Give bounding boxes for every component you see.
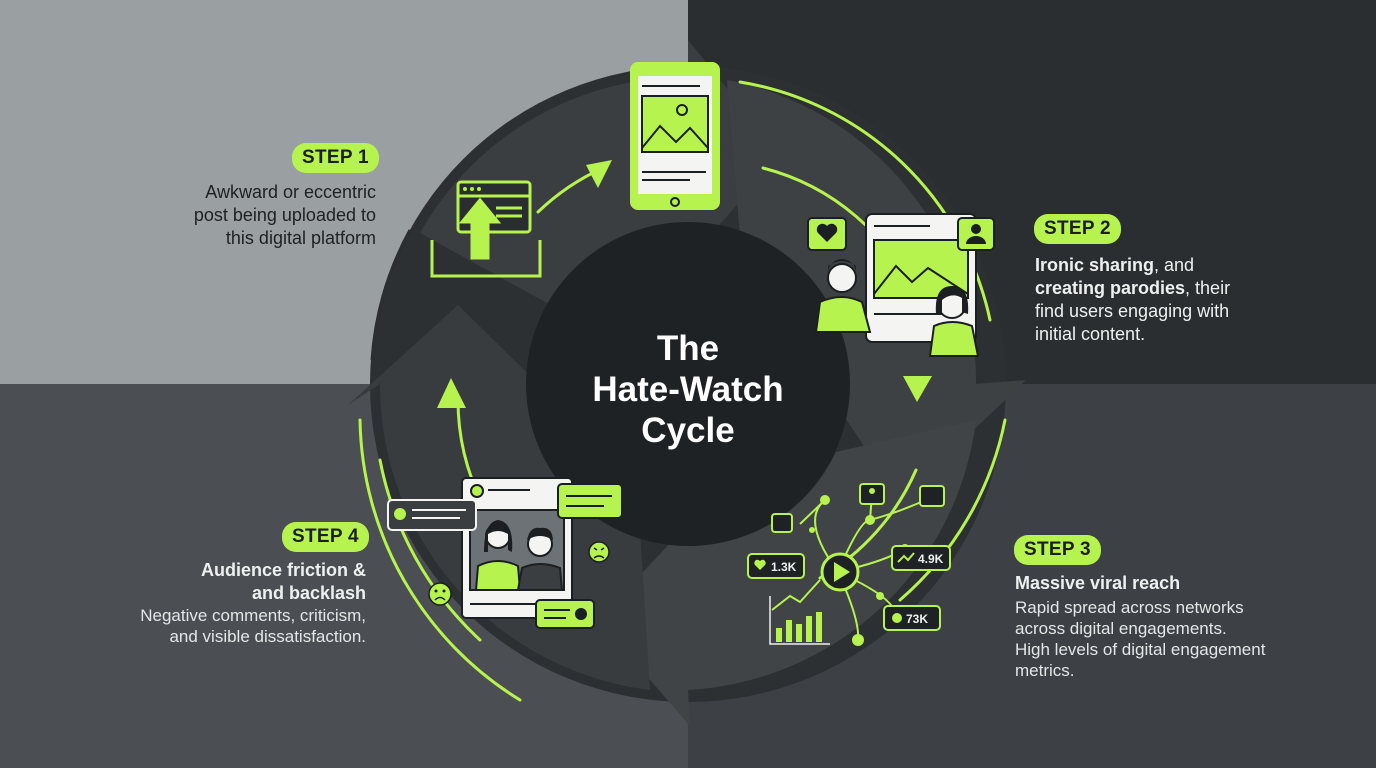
step-3-badge: STEP 3 [1014,535,1101,565]
step-3-line-1: Rapid spread across networks [1015,598,1244,617]
angry-face-icon [588,541,610,563]
step-3-heading: Massive viral reach [1015,573,1181,593]
step-4-heading: Audience friction & and backlash [100,559,366,605]
metric-comments-value: 73K [906,612,928,626]
title-line-2: Hate-Watch [592,370,784,409]
step-1-line-1: Awkward or eccentric [205,182,376,202]
phone-post-icon [630,62,720,210]
sharing-illustration [807,213,995,357]
step-2-line-1: Ironic sharing, and [1035,254,1315,277]
step-4-line-1: Negative comments, criticism, [140,606,366,625]
step-2-line-4: initial content. [1035,324,1146,344]
step-2-badge: STEP 2 [1034,214,1121,244]
title-line-3: Cycle [641,411,735,450]
backlash-illustration [387,477,623,629]
step-1-line-3: this digital platform [225,228,376,248]
flow-arrowhead-4 [437,378,466,408]
metric-trend: 4.9K [891,545,951,571]
step-2-text: Ironic sharing, and creating parodies, t… [1035,254,1315,346]
outer-arc-dark [370,229,412,361]
step-1-text: Awkward or eccentric post being uploaded… [120,181,376,250]
upload-icon [430,180,542,278]
step-3-line-4: metrics. [1015,661,1075,680]
flow-arrowhead-2 [903,376,932,402]
step-1-line-2: post being uploaded to [193,205,376,225]
outer-arc-4 [358,418,522,702]
step-3-line-3: High levels of digital engagement [1015,640,1266,659]
metric-likes: 1.3K [747,553,805,579]
flow-arrowhead-1 [586,160,612,188]
step-2-line-3: find users engaging with [1035,301,1230,321]
diagram-title: The Hate-Watch Cycle [560,328,816,451]
step-4-badge: STEP 4 [282,522,369,552]
title-line-1: The [656,329,720,368]
step-1-badge: STEP 1 [292,143,379,173]
metric-comments: 73K [883,605,941,631]
center-core [526,222,850,546]
step-2-highlight-1: Ironic sharing [1035,255,1155,275]
metric-likes-value: 1.3K [771,560,797,574]
step-4-line-2: and visible dissatisfaction. [169,627,366,646]
bar-graph-icon [776,612,822,642]
step-3-line-2: across digital engagements. [1015,619,1227,638]
outer-arc-3 [378,458,482,642]
step-2-highlight-2: creating parodies [1035,278,1186,298]
step-3-text: Rapid spread across networks across digi… [1015,597,1315,681]
metric-trend-value: 4.9K [918,552,944,566]
step-2-rest-1: , and [1154,255,1195,275]
step-4-text: Negative comments, criticism, and visibl… [86,605,366,647]
step-2-rest-2: , their [1185,278,1231,298]
sad-face-icon [428,582,452,606]
step-2-line-2: creating parodies, their [1035,277,1315,300]
step-4-heading-line-1: Audience friction & [200,560,366,580]
outer-arc-2 [898,418,1007,602]
step-4-heading-line-2: and backlash [251,583,366,603]
